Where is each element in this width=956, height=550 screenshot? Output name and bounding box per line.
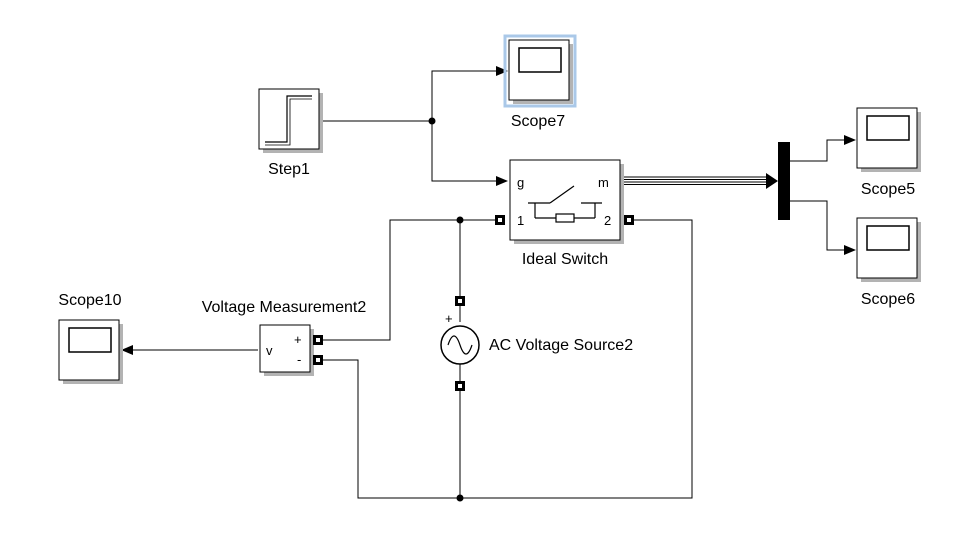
switch-icon	[528, 185, 602, 223]
wire-bottom-rail[interactable]	[322, 219, 693, 499]
scope-screen-icon	[68, 327, 112, 353]
scope-screen-icon	[518, 47, 562, 73]
wire-switch-1-vmeas-plus[interactable]	[322, 219, 496, 341]
scope5-block[interactable]	[856, 107, 921, 172]
ac-voltage-source-block[interactable]: +	[440, 296, 480, 391]
ac-port-plus: +	[445, 311, 453, 326]
switch-port-2: 2	[604, 213, 611, 228]
wire-to-scope5[interactable]	[790, 135, 856, 162]
vmeas-port-v: v	[266, 343, 273, 358]
step-block[interactable]	[258, 88, 323, 153]
switch-label: Ideal Switch	[522, 251, 608, 268]
scope7-block[interactable]	[503, 34, 577, 108]
step-label: Step1	[268, 161, 310, 178]
scope6-block[interactable]	[856, 217, 921, 282]
switch-port-g: g	[517, 175, 524, 190]
wire-switch-m-bus[interactable]	[622, 173, 778, 189]
vmeas-port-minus: -	[297, 352, 301, 367]
vmeas-label: Voltage Measurement2	[202, 299, 367, 316]
voltage-measurement-block[interactable]: v + -	[259, 324, 314, 376]
scope-screen-icon	[866, 225, 910, 251]
wire-to-switch-g[interactable]	[431, 121, 508, 186]
vmeas-port-plus: +	[294, 332, 302, 347]
scope6-label: Scope6	[861, 291, 915, 308]
scope-screen-icon	[866, 115, 910, 141]
wire-to-scope6[interactable]	[790, 200, 856, 255]
scope7-label: Scope7	[511, 113, 565, 130]
step-icon	[265, 95, 312, 143]
scope10-block[interactable]	[58, 319, 123, 384]
junction-bottom	[456, 494, 464, 502]
scope5-label: Scope5	[861, 181, 915, 198]
ac-source-label: AC Voltage Source2	[489, 337, 633, 354]
switch-port-1: 1	[517, 213, 524, 228]
scope10-label: Scope10	[58, 292, 121, 309]
demux-block[interactable]	[778, 142, 790, 220]
switch-port-m: m	[598, 175, 609, 190]
ideal-switch-block[interactable]: g m 1 2	[509, 159, 624, 244]
wire-to-scope7[interactable]	[431, 66, 508, 121]
